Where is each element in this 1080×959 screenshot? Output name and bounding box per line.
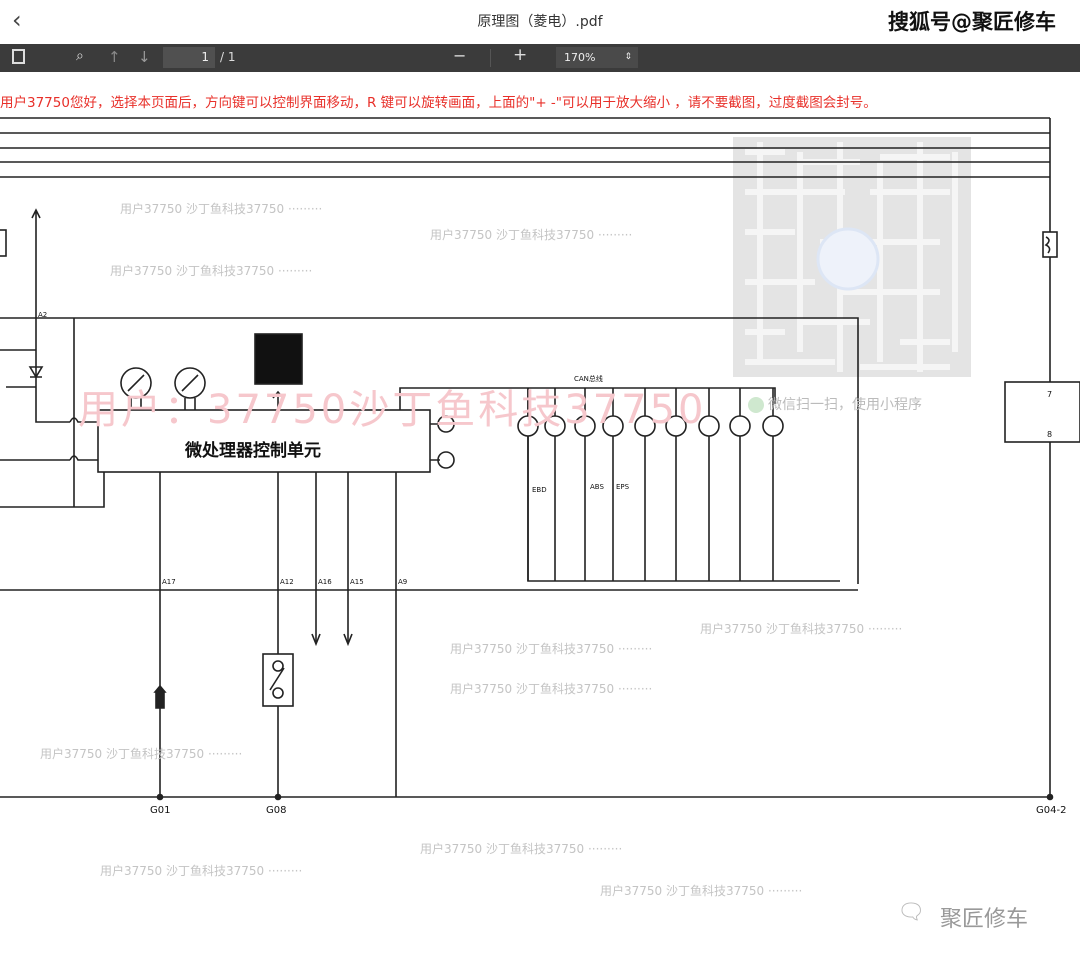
next-page-icon[interactable]: ↓	[138, 48, 151, 66]
pin-label: A12	[280, 578, 294, 586]
qr-logo-icon	[816, 227, 880, 291]
watermark-text: 用户37750 沙丁鱼科技37750 ·········	[600, 884, 803, 898]
watermark-text: 用户37750 沙丁鱼科技37750 ·········	[450, 682, 653, 696]
watermark-text: 用户37750 沙丁鱼科技37750 ·········	[700, 622, 903, 636]
pin-label: A16	[318, 578, 332, 586]
can-label: CAN总线	[574, 375, 603, 383]
connector-pin: 7	[1047, 390, 1053, 399]
page-total: / 1	[220, 50, 236, 64]
ground-label: G04-2	[1036, 805, 1067, 816]
indicator-lamps	[517, 388, 784, 581]
divider	[490, 49, 491, 67]
mini-program-icon	[748, 397, 764, 413]
wechat-icon: 🗨	[897, 900, 925, 925]
zoom-select[interactable]: 170% ⇕	[556, 47, 638, 68]
watermark-text: 用户37750 沙丁鱼科技37750 ·········	[420, 842, 623, 856]
page-number-input[interactable]: 1	[163, 47, 215, 68]
pin-label: A15	[350, 578, 364, 586]
watermark-text: 用户37750 沙丁鱼科技37750 ·········	[40, 747, 243, 761]
watermark-text: 用户37750 沙丁鱼科技37750 ·········	[450, 642, 653, 656]
pin-label: A9	[398, 578, 408, 586]
ebd-label: EBD	[532, 486, 547, 494]
sidebar-toggle-icon[interactable]	[12, 49, 25, 64]
search-icon[interactable]: ⌕	[76, 48, 84, 64]
zoom-value: 170%	[564, 51, 596, 64]
watermark-text: 用户37750 沙丁鱼科技37750 ·········	[430, 228, 633, 242]
footer-brand: 聚匠修车	[940, 907, 1029, 932]
eps-label: EPS	[616, 483, 630, 491]
document-title: 原理图（菱电）.pdf	[477, 14, 603, 30]
abs-label: ABS	[590, 483, 604, 491]
watermark-text: 用户37750 沙丁鱼科技37750 ·········	[100, 864, 303, 878]
pin-label: A2	[38, 311, 48, 319]
mcu-label: 微处理器控制单元	[185, 441, 321, 461]
previous-page-icon[interactable]: ↑	[108, 48, 121, 66]
select-arrow-icon: ⇕	[624, 52, 632, 62]
brand-watermark: 搜狐号@聚匠修车	[884, 6, 1060, 36]
title-bar: ‹ 原理图（菱电）.pdf 搜狐号@聚匠修车	[0, 0, 1080, 44]
wiring-diagram	[0, 117, 1080, 801]
connector-pin: 8	[1047, 430, 1053, 439]
back-button[interactable]: ‹	[12, 6, 22, 34]
qr-caption-text: 微信扫一扫，使用小程序	[768, 397, 922, 413]
zoom-out-button[interactable]: −	[453, 46, 467, 65]
usage-notice: 用户37750您好，选择本页面后，方向键可以控制界面移动，R 键可以旋转画面，上…	[0, 95, 877, 111]
watermark-text: 用户37750 沙丁鱼科技37750 ·········	[110, 264, 313, 278]
pdf-toolbar: ⌕ ↑ ↓ 1 / 1 − + 170% ⇕	[0, 44, 1080, 72]
qr-caption: 微信扫一扫，使用小程序	[748, 394, 922, 414]
ground-label: G01	[150, 805, 171, 816]
watermark-big: 用户：37750沙丁鱼科技37750	[78, 387, 707, 433]
zoom-in-button[interactable]: +	[513, 45, 528, 65]
pin-label: A17	[162, 578, 176, 586]
ground-label: G08	[266, 805, 287, 816]
watermark-text: 用户37750 沙丁鱼科技37750 ·········	[120, 202, 323, 216]
